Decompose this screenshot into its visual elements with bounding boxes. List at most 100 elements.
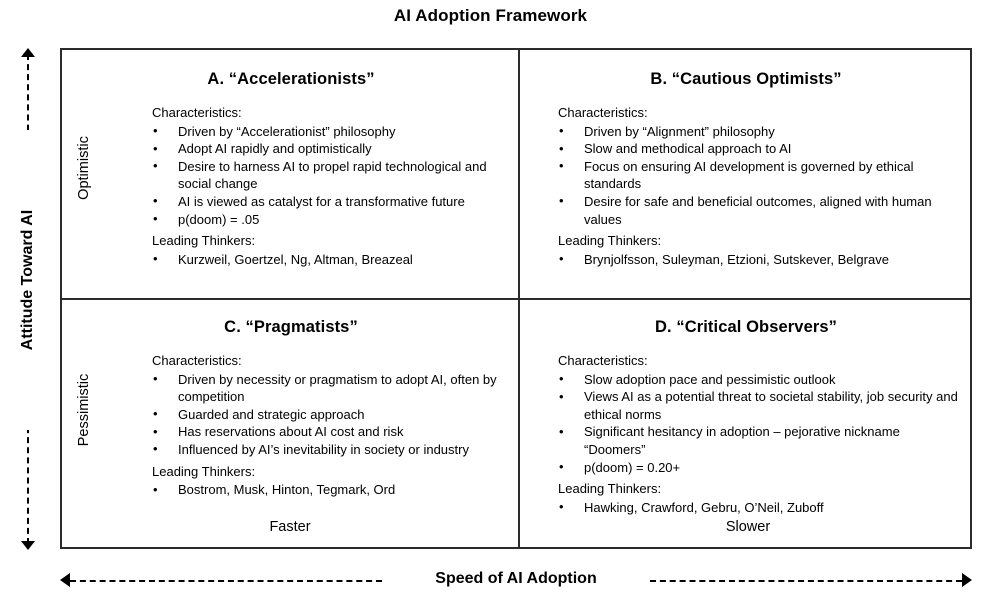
page-title: AI Adoption Framework [393,6,588,25]
list-item-text: p(doom) = .05 [178,211,260,227]
characteristics-heading: Characteristics: [558,353,648,368]
y-axis-label: Attitude Toward AI [16,130,40,430]
list-item-text: Desire to harness AI to propel rapid tec… [178,158,487,192]
quadrant-a[interactable]: A. “Accelerationists” Characteristics: •… [64,52,518,298]
bullet-icon: • [153,481,158,497]
list-item-text: Desire for safe and beneficial outcomes,… [584,193,932,227]
leading-thinkers-heading: Leading Thinkers: [558,233,662,249]
list-item-text: Influenced by AI’s inevitability in soci… [178,441,469,457]
x-axis-label: Speed of AI Adoption [60,570,972,588]
matrix-frame: Optimistic Pessimistic A. “Accelerationi… [60,48,972,549]
y-axis: Attitude Toward AI [8,48,52,550]
quadrant-b-characteristics-list: • Driven by “Alignment” philosophy•Slow a… [558,123,962,229]
list-item-text: Significant hesitancy in adoption – pejo… [584,424,900,457]
list-item-text: Guarded and strategic approach [178,406,365,422]
bullet-icon: • [559,140,564,156]
list-item-text: p(doom) = 0.20+ [584,459,681,475]
list-item: • p(doom) = 0.20+ [558,459,962,477]
quadrant-b-title: B. “Cautious Optimists” [650,70,842,88]
list-item: • Significant hesitancy in adoption – pej… [558,423,962,458]
list-item-text: Bostrom, Musk, Hinton, Tegmark, Ord [178,482,396,498]
quadrant-a-title: A. “Accelerationists” [207,70,375,88]
list-item: • Driven by “Accelerationist” philosophy [152,123,508,141]
list-item-text: Hawking, Crawford, Gebru, O’Neil, Zuboff [584,499,824,515]
quadrant-c-thinkers-list: • Bostrom, Musk, Hinton, Tegmark, Ord [152,481,508,499]
column-label-slower: Slower [725,519,771,535]
column-label-faster: Faster [269,519,311,535]
bullet-icon: • [153,140,158,156]
list-item: • AI is viewed as catalyst for a transfor… [152,193,508,211]
bullet-icon: • [153,406,158,422]
arrow-up-icon [21,48,35,57]
quadrant-d[interactable]: D. “Critical Observers” Characteristics:… [520,300,972,547]
bullet-icon: • [559,251,564,267]
quadrant-d-body: Characteristics: • Slow adoption pace and… [520,352,972,516]
list-item: • Desire to harness AI to propel rapid te… [152,158,508,193]
list-item: • Desire for safe and beneficial outcomes… [558,193,962,228]
bullet-icon: • [559,499,564,515]
bullet-icon: • [153,423,158,439]
quadrant-c-title: C. “Pragmatists” [224,318,358,336]
list-item: • Bostrom, Musk, Hinton, Tegmark, Ord [152,481,508,499]
bullet-icon: • [153,123,158,139]
list-item: • Guarded and strategic approach [152,406,508,424]
quadrant-d-characteristics-list: • Slow adoption pace and pessimistic outl… [558,371,962,477]
quadrant-a-body: Characteristics: • Driven by “Acceleratio… [64,104,518,268]
quadrant-b-body: Characteristics: • Driven by “Alignment” … [520,104,972,268]
list-item-text: Has reservations about AI cost and risk [178,424,404,440]
quadrant-a-thinkers-list: • Kurzweil, Goertzel, Ng, Altman, Breazea… [152,251,508,269]
list-item: •Slow adoption pace and pessimistic outl… [558,371,962,389]
list-item: • Hawking, Crawford, Gebru, O’Neil, Zubof… [558,499,962,517]
list-item: • Has reservations about AI cost and risk [152,423,508,441]
list-item-text: Driven by necessity or pragmatism to ado… [178,371,497,405]
x-axis-dashed-line-left [70,580,382,582]
quadrant-c[interactable]: C. “Pragmatists” Characteristics: • Drive… [64,300,518,547]
list-item-text: Focus on ensuring AI development is gove… [584,158,914,192]
x-axis: Speed of AI Adoption [60,566,972,596]
quadrant-d-thinkers-list: • Hawking, Crawford, Gebru, O’Neil, Zubof… [558,499,962,517]
list-item-text: Views AI as a potential threat to societ… [584,389,958,422]
quadrant-b[interactable]: B. “Cautious Optimists” Characteristics:… [520,52,972,298]
list-item-text: Kurzweil, Goertzel, Ng, Altman, Breazeal [178,251,413,267]
bullet-icon: • [559,123,564,139]
list-item-text: Adopt AI rapidly and optimistically [178,141,372,157]
x-axis-dashed-line-right [650,580,962,582]
list-item: • Kurzweil, Goertzel, Ng, Altman, Breazea… [152,251,508,269]
list-item: •Influenced by AI’s inevitability in soc… [152,441,508,459]
list-item-text: Driven by “Accelerationist” philosophy [178,123,396,139]
bullet-icon: • [153,371,158,387]
bullet-icon: • [559,459,564,475]
list-item-text: AI is viewed as catalyst for a transform… [178,193,465,209]
list-item: • Brynjolfsson, Suleyman, Etzioni, Sutske… [558,251,962,269]
bullet-icon: • [153,211,158,227]
bullet-icon: • [559,388,564,404]
bullet-icon: • [153,193,158,209]
arrow-right-icon [962,573,972,587]
arrow-left-icon [60,573,70,587]
characteristics-heading: Characteristics: [152,105,242,120]
characteristics-heading: Characteristics: [558,105,648,120]
leading-thinkers-heading: Leading Thinkers: [558,481,662,497]
list-item: • Adopt AI rapidly and optimistically [152,140,508,158]
list-item: • Views AI as a potential threat to socie… [558,388,962,423]
bullet-icon: • [153,158,158,174]
list-item-text: Slow adoption pace and pessimistic outlo… [584,371,836,387]
list-item: • p(doom) = .05 [152,211,508,229]
bullet-icon: • [153,251,158,267]
list-item-text: Brynjolfsson, Suleyman, Etzioni, Sutskev… [584,251,889,267]
bullet-icon: • [559,158,564,174]
bullet-icon: • [559,423,564,439]
arrow-down-icon [21,541,35,550]
characteristics-heading: Characteristics: [152,353,242,368]
matrix-horizontal-divider [62,298,970,300]
list-item: •Slow and methodical approach to AI [558,140,962,158]
list-item-text: Driven by “Alignment” philosophy [584,123,775,139]
x-axis-label-text: Speed of AI Adoption [425,570,607,587]
leading-thinkers-heading: Leading Thinkers: [152,463,256,479]
quadrant-c-body: Characteristics: • Driven by necessity or… [64,352,518,499]
quadrant-b-thinkers-list: • Brynjolfsson, Suleyman, Etzioni, Sutske… [558,251,962,269]
list-item: • Driven by necessity or pragmatism to ad… [152,371,508,406]
leading-thinkers-heading: Leading Thinkers: [152,233,256,249]
bullet-icon: • [559,193,564,209]
list-item: • Driven by “Alignment” philosophy [558,123,962,141]
